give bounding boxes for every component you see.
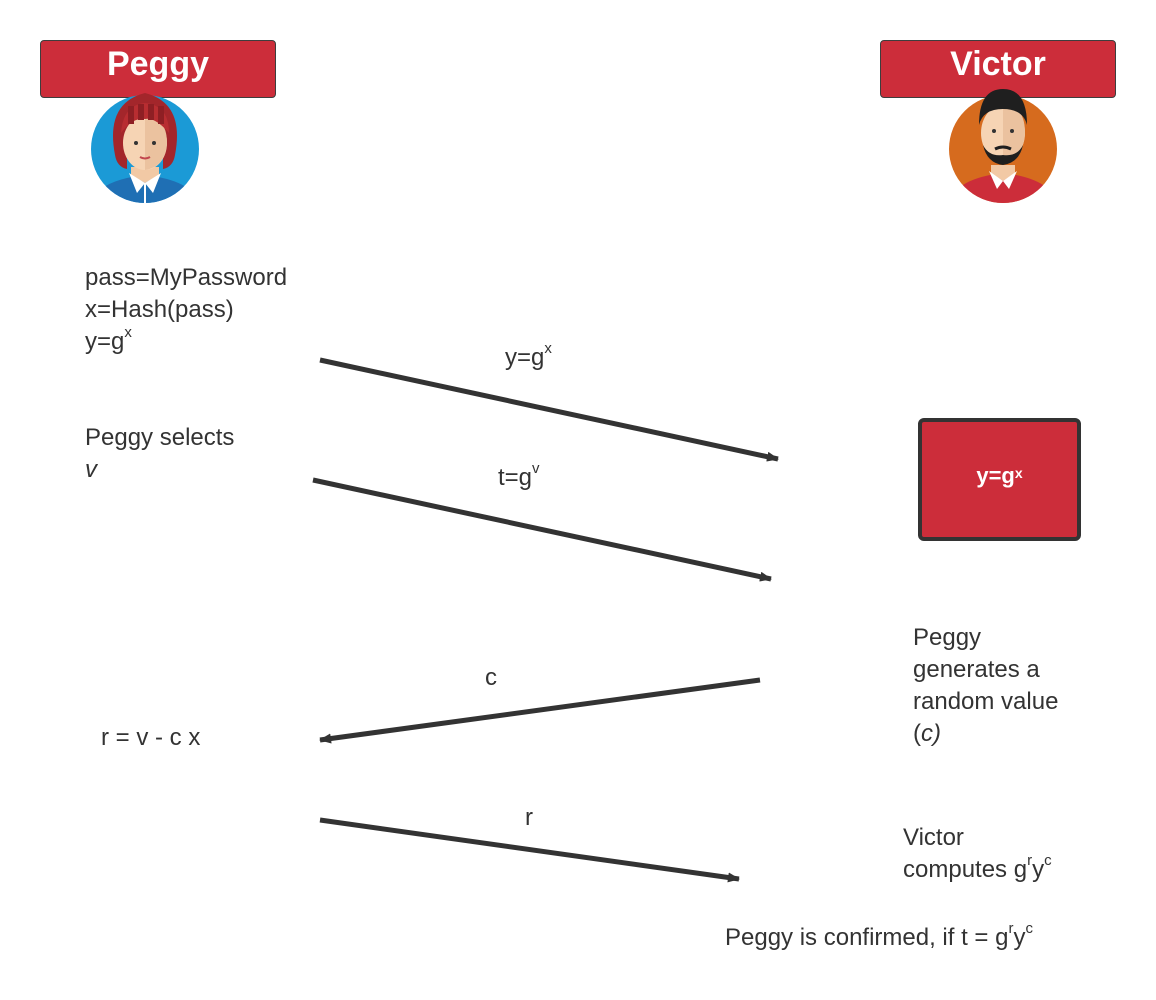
peggy-name: Peggy xyxy=(106,44,210,83)
woman-avatar-icon xyxy=(91,93,199,203)
peggy-name-banner: Peggy xyxy=(40,40,276,98)
message-c-label: c xyxy=(485,664,497,691)
message-t-label: t=gv xyxy=(498,460,540,491)
setup-line-hash: x=Hash(pass) xyxy=(85,296,234,323)
victor-stored-y-base: y=g xyxy=(976,462,1015,488)
arrow-c-to-peggy xyxy=(319,677,761,744)
random-line-3: random value xyxy=(913,688,1059,715)
arrow-t-to-victor xyxy=(312,477,772,582)
response-formula: r = v - c x xyxy=(101,724,201,751)
random-line-4: (c) xyxy=(913,720,941,747)
peggy-selects-var: v xyxy=(85,456,97,483)
message-r-label: r xyxy=(525,804,533,831)
man-avatar-icon xyxy=(949,89,1057,203)
victor-name: Victor xyxy=(950,44,1046,83)
arrow-r-to-victor xyxy=(319,817,740,883)
arrow-y-to-victor xyxy=(319,357,779,462)
peggy-selects-label: Peggy selects xyxy=(85,424,235,451)
random-line-2: generates a xyxy=(913,656,1040,683)
setup-line-y: y=gx xyxy=(85,324,132,355)
message-y-label: y=gx xyxy=(505,340,552,371)
confirm-statement: Peggy is confirmed, if t = gryc xyxy=(725,920,1033,951)
compute-line-1: Victor xyxy=(903,824,964,851)
compute-line-2: computes gryc xyxy=(903,852,1052,883)
random-line-1: Peggy xyxy=(913,624,982,651)
setup-line-pass: pass=MyPassword xyxy=(85,264,288,291)
